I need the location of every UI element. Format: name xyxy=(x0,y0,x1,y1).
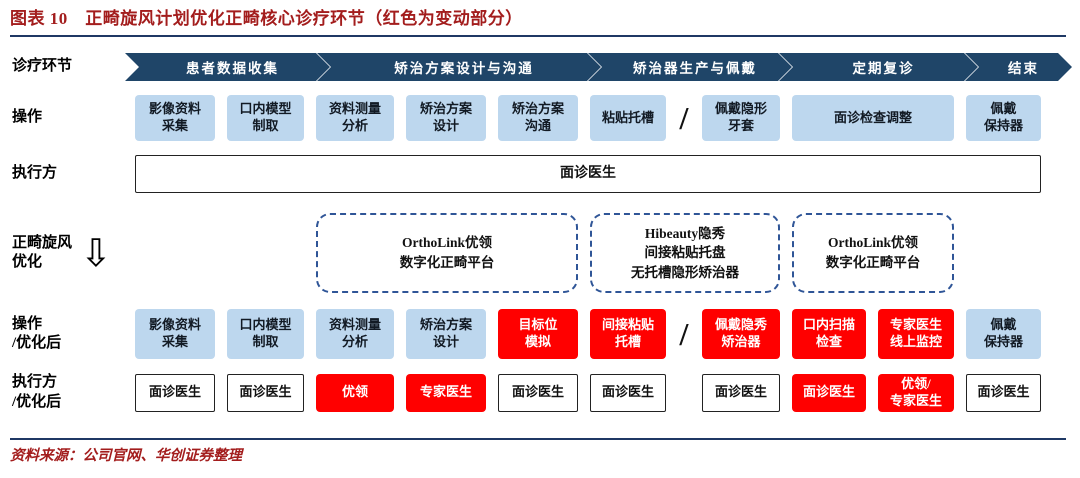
operations-cells: 影像资料 采集 口内模型 制取 资料测量 分析 矫治方案 设计 矫治方案 沟通 … xyxy=(135,95,1066,141)
op-box-retainer: 佩戴 保持器 xyxy=(966,95,1041,141)
optimization-label-text: 正畸旋风 优化 xyxy=(12,234,73,271)
exec-after-box-doctor: 面诊医生 xyxy=(135,373,215,412)
stage-chevron-data-collection: 患者数据收集 xyxy=(125,53,330,81)
optimization-row: 正畸旋风 优化 ⇩ OrthoLink优领 数字化正畸平台 Hibeauty隐秀… xyxy=(10,213,1066,293)
executor-after-row-label: 执行方 /优化后 xyxy=(12,374,62,410)
op-after-box-hibeauty-aligner: 佩戴隐秀 矫治器 xyxy=(702,309,780,359)
stage-chevrons: 患者数据收集 矫治方案设计与沟通 矫治器生产与佩戴 定期复诊 结束 xyxy=(125,53,1072,81)
figure-title: 图表 10 正畸旋风计划优化正畸核心诊疗环节（红色为变动部分） xyxy=(10,9,523,28)
operations-row-label: 操作 xyxy=(12,109,43,126)
or-slash: / xyxy=(679,100,689,136)
op-box-checkup-adjust: 面诊检查调整 xyxy=(792,95,954,141)
op-after-box-imaging: 影像资料 采集 xyxy=(135,309,215,359)
down-arrow-icon: ⇩ xyxy=(80,231,112,275)
platform-box-ortholink-2: OrthoLink优领 数字化正畸平台 xyxy=(792,213,954,293)
or-slash: / xyxy=(679,316,689,352)
executor-row-label: 执行方 xyxy=(12,165,58,182)
exec-after-box-doctor: 面诊医生 xyxy=(498,373,578,412)
operations-row: 操作 影像资料 采集 口内模型 制取 资料测量 分析 矫治方案 设计 矫治方案 … xyxy=(10,95,1066,141)
optimization-cells: OrthoLink优领 数字化正畸平台 Hibeauty隐秀 间接粘贴托盘 无托… xyxy=(135,213,1066,293)
stages-row: 诊疗环节 患者数据收集 矫治方案设计与沟通 矫治器生产与佩戴 定期复诊 结束 xyxy=(10,53,1066,81)
executor-after-cells: 面诊医生 面诊医生 优领 专家医生 面诊医生 面诊医生 面诊医生 面诊医生 优领… xyxy=(135,373,1066,412)
exec-after-box-doctor-red: 面诊医生 xyxy=(792,373,866,412)
op-box-plan-communication: 矫治方案 沟通 xyxy=(498,95,578,141)
operations-after-cells: 影像资料 采集 口内模型 制取 资料测量 分析 矫治方案 设计 目标位 模拟 间… xyxy=(135,309,1066,359)
operations-after-row: 操作 /优化后 影像资料 采集 口内模型 制取 资料测量 分析 矫治方案 设计 … xyxy=(10,309,1066,359)
op-box-data-analysis: 资料测量 分析 xyxy=(316,95,394,141)
executor-row: 执行方 面诊医生 xyxy=(10,155,1066,193)
exec-after-box-doctor: 面诊医生 xyxy=(966,373,1041,412)
platform-box-ortholink-1: OrthoLink优领 数字化正畸平台 xyxy=(316,213,578,293)
op-box-intraoral-model: 口内模型 制取 xyxy=(227,95,304,141)
executor-box-doctor: 面诊医生 xyxy=(135,155,1041,193)
stage-chevron-follow-up: 定期复诊 xyxy=(779,53,978,81)
optimization-row-label: 正畸旋风 优化 ⇩ xyxy=(10,234,135,273)
stage-chevron-end: 结束 xyxy=(965,53,1072,81)
title-divider xyxy=(10,35,1066,37)
op-after-box-intraoral-model: 口内模型 制取 xyxy=(227,309,304,359)
exec-after-box-youling: 优领 xyxy=(316,373,394,412)
platform-box-hibeauty: Hibeauty隐秀 间接粘贴托盘 无托槽隐形矫治器 xyxy=(590,213,780,293)
footer-divider xyxy=(10,438,1066,440)
op-after-box-plan-design: 矫治方案 设计 xyxy=(406,309,486,359)
exec-after-box-doctor: 面诊医生 xyxy=(702,373,780,412)
spacer xyxy=(678,374,690,412)
op-after-box-data-analysis: 资料测量 分析 xyxy=(316,309,394,359)
exec-after-box-doctor: 面诊医生 xyxy=(227,373,304,412)
op-box-bonding-brackets: 粘贴托槽 xyxy=(590,95,666,141)
op-box-plan-design: 矫治方案 设计 xyxy=(406,95,486,141)
operations-after-row-label: 操作 /优化后 xyxy=(12,315,62,352)
op-after-box-retainer: 佩戴 保持器 xyxy=(966,309,1041,359)
op-after-box-target-simulation: 目标位 模拟 xyxy=(498,309,578,359)
op-after-box-remote-monitoring: 专家医生 线上监控 xyxy=(878,309,954,359)
op-after-box-intraoral-scan: 口内扫描 检查 xyxy=(792,309,866,359)
op-after-box-indirect-bonding: 间接粘贴 托槽 xyxy=(590,309,666,359)
exec-after-box-expert-doctor: 专家医生 xyxy=(406,373,486,412)
executor-cells: 面诊医生 xyxy=(135,155,1066,193)
op-box-clear-aligner: 佩戴隐形 牙套 xyxy=(702,95,780,141)
op-box-imaging: 影像资料 采集 xyxy=(135,95,215,141)
source-note: 资料来源：公司官网、华创证券整理 xyxy=(10,448,242,464)
exec-after-box-doctor: 面诊医生 xyxy=(590,373,666,412)
stage-chevron-production-wear: 矫治器生产与佩戴 xyxy=(588,53,792,81)
executor-after-row: 执行方 /优化后 面诊医生 面诊医生 优领 专家医生 面诊医生 面诊医生 面诊医… xyxy=(10,373,1066,412)
exec-after-box-youling-expert: 优领/ 专家医生 xyxy=(878,373,954,412)
stage-chevron-plan-design: 矫治方案设计与沟通 xyxy=(317,53,601,81)
stages-row-label: 诊疗环节 xyxy=(12,58,73,75)
